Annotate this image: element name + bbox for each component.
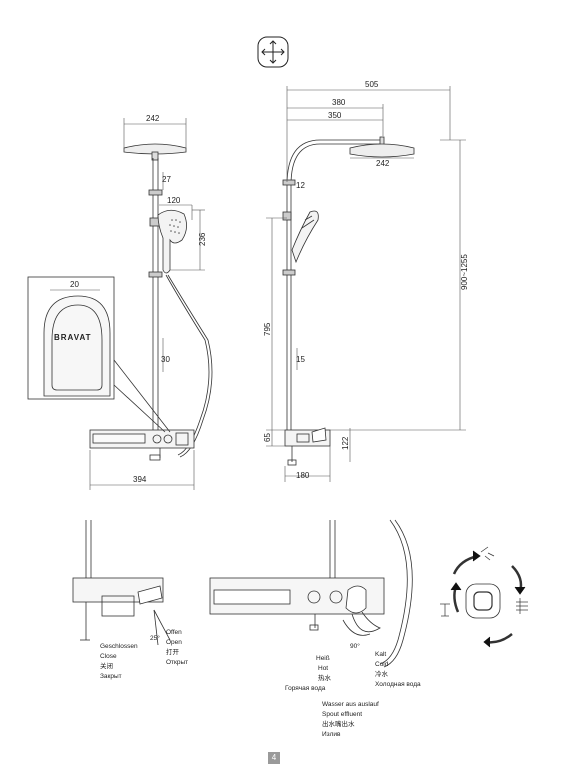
- mounting-cross-icon: [257, 36, 289, 68]
- cold-label-group: Kalt Cold 冷水 Холодная вода: [375, 651, 421, 688]
- overhead-shower-icon: [480, 546, 495, 561]
- side-view-dimensions: [266, 86, 466, 482]
- diverter-selector: [450, 550, 526, 648]
- hot-label-group: Heiß Hot 热水 Горячая вода: [285, 655, 332, 692]
- dim-total-width-left: 394: [133, 475, 147, 484]
- cold-zh: 冷水: [375, 669, 389, 678]
- open-de: Offen: [166, 629, 182, 636]
- closed-de: Geschlossen: [100, 643, 138, 650]
- dim-slide-gap: 30: [161, 355, 170, 364]
- page-number: 4: [268, 752, 280, 764]
- open-en: Open: [166, 639, 182, 646]
- cold-en: Cold: [375, 661, 389, 668]
- dim-head-width-right: 242: [376, 159, 390, 168]
- dim-reach-350: 350: [328, 111, 342, 120]
- angle-90-label: 90°: [350, 642, 360, 650]
- side-view: [282, 136, 415, 466]
- brand-logo: BRAVAT: [54, 333, 92, 342]
- front-view: [27, 143, 213, 461]
- angle-25-label: 25°: [150, 634, 160, 642]
- mixer-detail: [209, 519, 413, 668]
- dim-gap-15: 15: [296, 355, 305, 364]
- dim-base-65: 65: [263, 433, 272, 442]
- closed-en: Close: [100, 653, 117, 660]
- closed-label-group: Geschlossen Close 关闭 Закрыт: [100, 643, 138, 680]
- closed-ru: Закрыт: [100, 673, 122, 680]
- spout-label-group: Wasser aus auslauf Spout effluent 出水嘴出水 …: [322, 701, 379, 738]
- lever-detail: [72, 520, 171, 646]
- dim-head-width-left: 242: [146, 114, 160, 123]
- dim-hand-shower-width: 120: [167, 196, 181, 205]
- open-ru: Открыт: [166, 659, 188, 666]
- hot-de: Heiß: [316, 655, 330, 662]
- front-view-dimensions: [50, 118, 205, 490]
- cold-de: Kalt: [375, 651, 386, 658]
- hot-en: Hot: [318, 665, 328, 672]
- dim-mixer-180: 180: [296, 471, 310, 480]
- dim-hand-shower-height: 236: [198, 232, 207, 246]
- dim-reach-380: 380: [332, 98, 346, 107]
- hot-ru: Горячая вода: [285, 685, 326, 692]
- spout-zh: 出水嘴出水: [322, 719, 355, 728]
- cold-ru: Холодная вода: [375, 681, 421, 688]
- tub-spout-icon: [440, 603, 450, 617]
- dim-gap-12: 12: [296, 181, 305, 190]
- dim-logo-offset: 20: [70, 280, 79, 289]
- open-zh: 打开: [166, 647, 180, 656]
- dim-rail-795: 795: [263, 322, 272, 336]
- closed-zh: 关闭: [100, 661, 113, 670]
- dim-mixer-122: 122: [341, 436, 350, 450]
- spout-en: Spout effluent: [322, 711, 362, 718]
- dim-arm-gap: 27: [162, 175, 171, 184]
- open-label-group: Offen Open 打开 Открыт: [166, 629, 188, 666]
- spout-de: Wasser aus auslauf: [322, 701, 379, 708]
- spout-ru: Излив: [322, 731, 341, 738]
- hand-shower-icon: [516, 598, 528, 614]
- dim-reach-505: 505: [365, 80, 379, 89]
- dim-height-range: 900~1255: [460, 254, 469, 290]
- hot-zh: 热水: [318, 673, 332, 682]
